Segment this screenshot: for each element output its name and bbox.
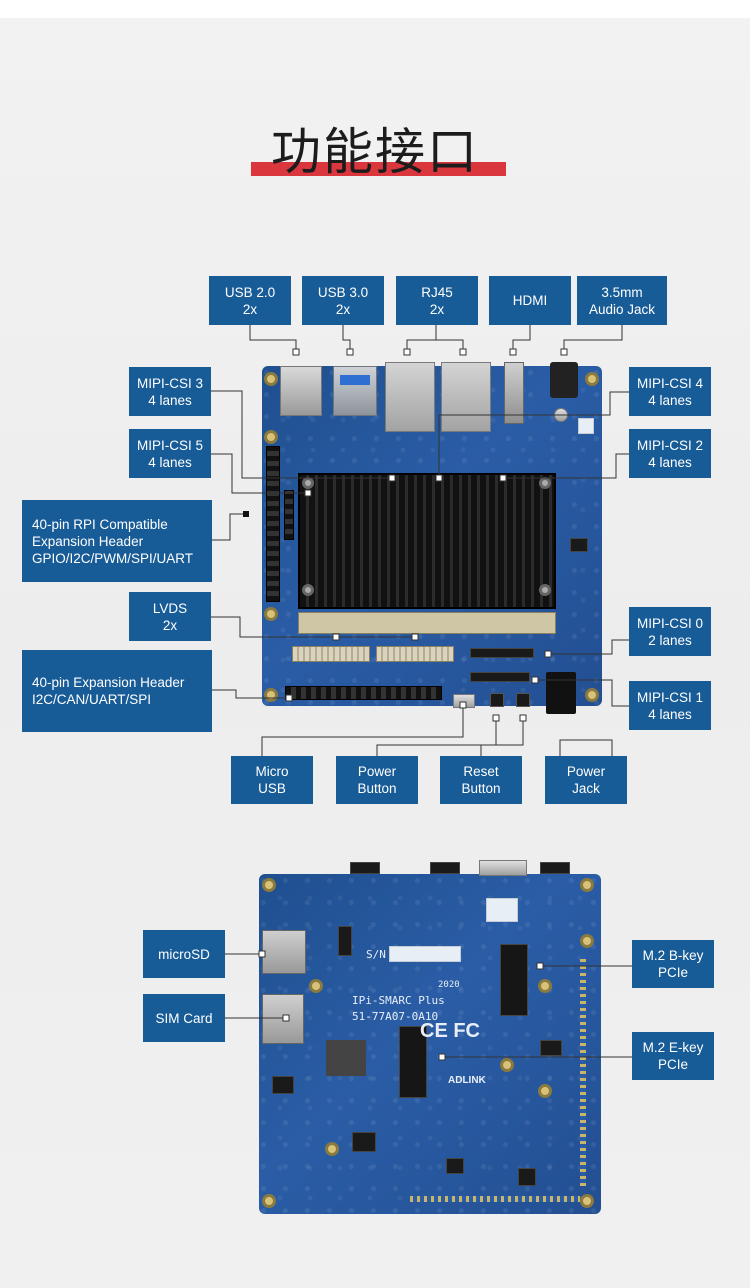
chip bbox=[352, 1132, 376, 1152]
microsd-slot bbox=[262, 930, 306, 974]
mounting-hole bbox=[262, 878, 276, 892]
chip bbox=[570, 538, 588, 552]
heatsink-screw bbox=[302, 477, 314, 489]
edge-connector bbox=[540, 862, 570, 874]
label-rj45: RJ45 2x bbox=[396, 276, 478, 325]
usb3-edge-connector bbox=[479, 860, 527, 876]
title-underline bbox=[251, 162, 506, 176]
silk-sn: S/N bbox=[366, 948, 386, 961]
pin-row-bottom bbox=[410, 1196, 580, 1202]
mounting-hole bbox=[264, 430, 278, 444]
heatsink-screw bbox=[302, 584, 314, 596]
silk-model: IPi-SMARC Plus bbox=[352, 994, 445, 1007]
chip bbox=[578, 418, 594, 434]
mounting-hole bbox=[264, 688, 278, 702]
mounting-hole bbox=[580, 878, 594, 892]
mounting-hole bbox=[264, 607, 278, 621]
rpi-40pin-header bbox=[266, 446, 280, 602]
power-button-part bbox=[490, 693, 504, 707]
label-usb2: USB 2.0 2x bbox=[209, 276, 291, 325]
inductor bbox=[326, 1040, 366, 1076]
chip bbox=[518, 1168, 536, 1186]
pin-column-right bbox=[580, 956, 586, 1186]
expansion-40pin-header bbox=[285, 686, 442, 700]
chip bbox=[338, 926, 352, 956]
usb2-connector bbox=[280, 366, 322, 416]
m2-bkey-slot bbox=[500, 944, 528, 1016]
heatsink bbox=[298, 473, 556, 609]
sim-card-slot bbox=[262, 994, 304, 1044]
mounting-hole bbox=[580, 934, 594, 948]
usb3-connector bbox=[333, 366, 377, 416]
label-audio-jack: 3.5mm Audio Jack bbox=[577, 276, 667, 325]
reset-button-part bbox=[516, 693, 530, 707]
label-lvds: LVDS 2x bbox=[129, 592, 211, 641]
mounting-hole bbox=[538, 1084, 552, 1098]
heatsink-screw bbox=[539, 584, 551, 596]
power-jack-part bbox=[546, 672, 576, 714]
label-power-jack: Power Jack bbox=[545, 756, 627, 804]
mounting-hole bbox=[309, 979, 323, 993]
label-reset-button: Reset Button bbox=[440, 756, 522, 804]
lvds-connector bbox=[292, 646, 370, 662]
page-title: 功能接口 bbox=[271, 123, 479, 181]
audio-jack-ring bbox=[554, 408, 568, 422]
serial-number-box bbox=[389, 946, 461, 962]
rj45-connector bbox=[441, 362, 491, 432]
label-mipi-csi2: MIPI-CSI 2 4 lanes bbox=[629, 429, 711, 478]
mounting-hole bbox=[262, 1194, 276, 1208]
label-m2-ekey: M.2 E-key PCIe bbox=[632, 1032, 714, 1080]
label-m2-bkey: M.2 B-key PCIe bbox=[632, 940, 714, 988]
heatsink-screw bbox=[539, 477, 551, 489]
label-40pin-expansion: 40-pin Expansion Header I2C/CAN/UART/SPI bbox=[22, 650, 212, 732]
mounting-hole bbox=[264, 372, 278, 386]
lvds-connector bbox=[376, 646, 454, 662]
mounting-hole bbox=[500, 1058, 514, 1072]
label-rpi-header: 40-pin RPI Compatible Expansion Header G… bbox=[22, 500, 212, 582]
silk-brand-logo: ADLINK bbox=[448, 1075, 486, 1086]
label-micro-usb: Micro USB bbox=[231, 756, 313, 804]
audio-jack bbox=[550, 362, 578, 398]
label-power-button: Power Button bbox=[336, 756, 418, 804]
silk-part-number: 51-77A07-0A10 bbox=[352, 1010, 439, 1023]
chip bbox=[446, 1158, 464, 1174]
mounting-hole bbox=[325, 1142, 339, 1156]
label-microsd: microSD bbox=[143, 930, 225, 978]
mounting-hole bbox=[585, 372, 599, 386]
label-box bbox=[486, 898, 518, 922]
silk-ce-fc: CE FC bbox=[420, 1020, 480, 1042]
mipi-connector-vertical bbox=[284, 490, 294, 540]
hdmi-connector bbox=[504, 362, 524, 424]
top-band bbox=[0, 0, 750, 18]
label-usb3: USB 3.0 2x bbox=[302, 276, 384, 325]
micro-usb-connector bbox=[453, 694, 475, 708]
rj45-connector bbox=[385, 362, 435, 432]
edge-connector bbox=[430, 862, 460, 874]
mounting-hole bbox=[538, 979, 552, 993]
label-mipi-csi1: MIPI-CSI 1 4 lanes bbox=[629, 681, 711, 730]
label-hdmi: HDMI bbox=[489, 276, 571, 325]
chip bbox=[272, 1076, 294, 1094]
mipi-csi0-connector bbox=[470, 648, 534, 658]
chip bbox=[540, 1040, 562, 1056]
smarc-slot bbox=[298, 612, 556, 634]
label-sim-card: SIM Card bbox=[143, 994, 225, 1042]
label-mipi-csi5: MIPI-CSI 5 4 lanes bbox=[129, 429, 211, 478]
mipi-csi1-connector bbox=[470, 672, 530, 682]
label-mipi-csi4: MIPI-CSI 4 4 lanes bbox=[629, 367, 711, 416]
mounting-hole bbox=[580, 1194, 594, 1208]
label-mipi-csi0: MIPI-CSI 0 2 lanes bbox=[629, 607, 711, 656]
silk-year: 2020 bbox=[438, 980, 460, 990]
m2-ekey-slot bbox=[399, 1026, 427, 1098]
mounting-hole bbox=[585, 688, 599, 702]
label-mipi-csi3: MIPI-CSI 3 4 lanes bbox=[129, 367, 211, 416]
edge-connector bbox=[350, 862, 380, 874]
